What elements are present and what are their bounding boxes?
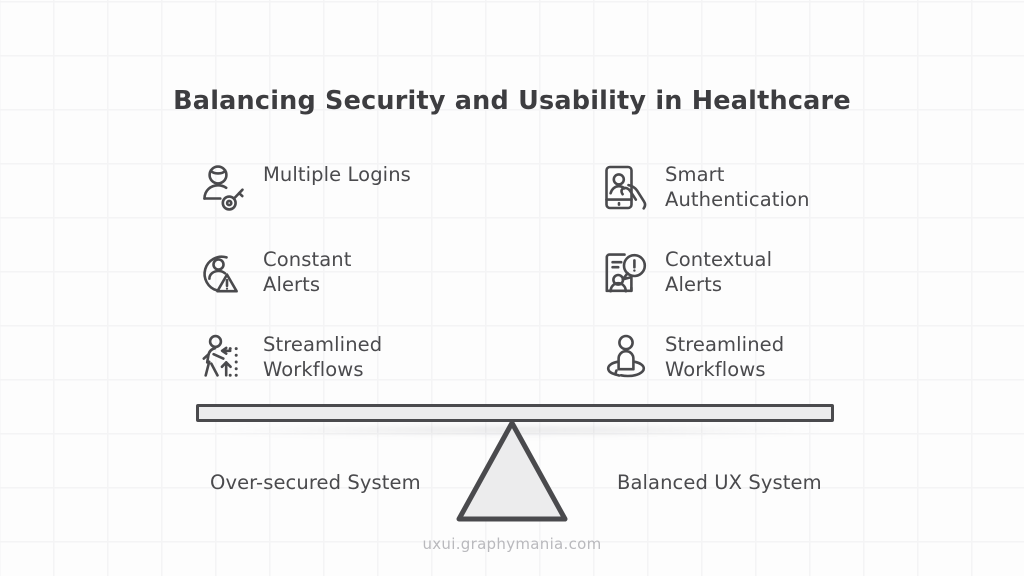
right-system-label: Balanced UX System — [617, 471, 822, 494]
left-feature-column: Multiple Logins Constant Alerts — [196, 160, 536, 415]
list-item: Streamlined Workflows — [196, 330, 536, 415]
phone-in-hand-face-id-icon — [598, 160, 654, 216]
list-item-label: Smart Authentication — [665, 163, 810, 211]
balance-beam — [196, 404, 834, 422]
page-title: Balancing Security and Usability in Heal… — [173, 86, 851, 116]
list-item-label: Contextual Alerts — [665, 248, 773, 296]
screen-person-alert-bubble-icon — [598, 245, 654, 301]
list-item: Multiple Logins — [196, 160, 536, 245]
list-item-label: Streamlined Workflows — [263, 333, 383, 381]
list-item: Smart Authentication — [598, 160, 938, 245]
person-warning-alert-icon — [196, 245, 252, 301]
person-rotation-arrow-icon — [598, 330, 654, 386]
fulcrum-triangle — [452, 418, 572, 524]
list-item: Contextual Alerts — [598, 245, 938, 330]
footer-url: uxui.graphymania.com — [422, 535, 602, 553]
list-item: Streamlined Workflows — [598, 330, 938, 415]
right-feature-column: Smart Authentication Contextua — [598, 160, 938, 415]
person-with-key-icon — [196, 160, 252, 216]
list-item: Constant Alerts — [196, 245, 536, 330]
walking-person-dotted-path-icon — [196, 330, 252, 386]
list-item-label: Streamlined Workflows — [665, 333, 785, 381]
list-item-label: Constant Alerts — [263, 248, 352, 296]
list-item-label: Multiple Logins — [263, 163, 411, 186]
left-system-label: Over-secured System — [210, 471, 421, 494]
